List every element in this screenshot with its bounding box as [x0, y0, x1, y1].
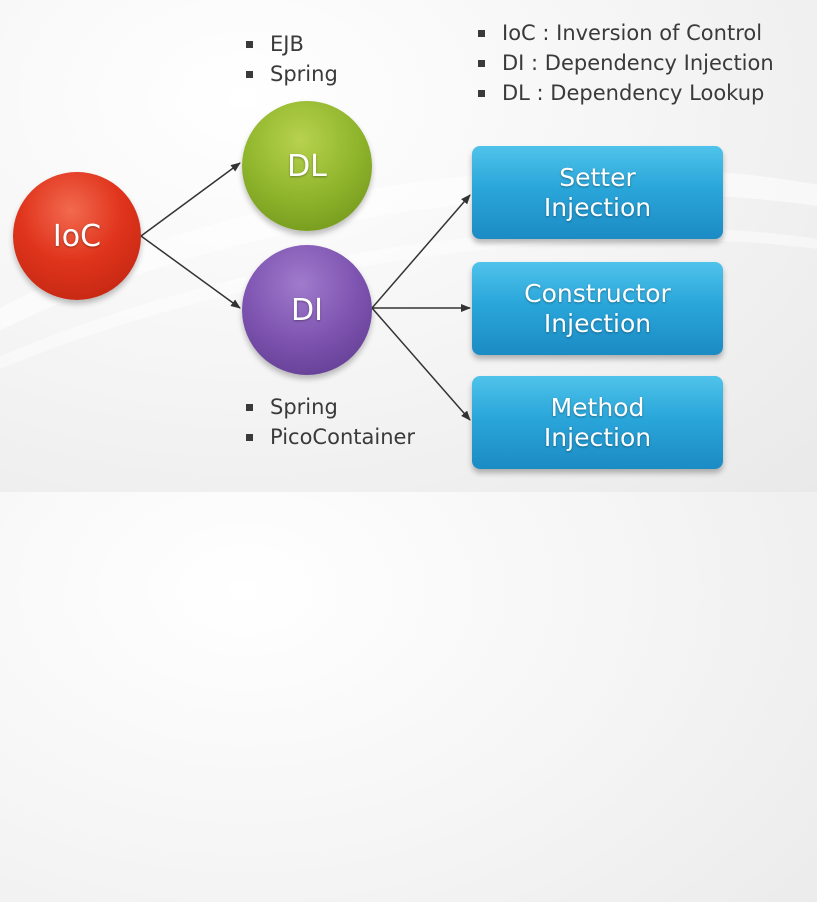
list-item-text: Spring: [270, 62, 338, 86]
list-item-text: DI : Dependency Injection: [502, 51, 774, 75]
ioc-node-label: IoC: [52, 218, 102, 254]
method-injection-box: Method Injection: [472, 376, 723, 469]
list-item: PicoContainer: [246, 422, 415, 452]
bullet-square-icon: [246, 40, 253, 48]
dl-node: DL: [242, 101, 372, 231]
di-node-label: DI: [291, 292, 323, 328]
box-label-line1: Constructor: [524, 278, 671, 308]
dl-examples-list: EJB Spring: [246, 29, 338, 89]
arrow-ioc-to-di: [140, 235, 241, 309]
dl-node-label: DL: [287, 148, 327, 184]
constructor-injection-box: Constructor Injection: [472, 262, 723, 355]
list-item: EJB: [246, 29, 338, 59]
list-item-text: Spring: [270, 395, 338, 419]
arrow-ioc-to-dl: [140, 162, 241, 237]
acronym-legend: IoC : Inversion of Control DI : Dependen…: [478, 18, 774, 108]
arrow-di-to-setter: [371, 194, 471, 309]
box-label-line1: Setter: [559, 162, 636, 192]
di-examples-list: Spring PicoContainer: [246, 392, 415, 452]
bullet-square-icon: [246, 403, 253, 411]
list-item: DL : Dependency Lookup: [478, 78, 774, 108]
list-item: Spring: [246, 392, 415, 422]
box-label-line2: Injection: [543, 422, 652, 452]
setter-injection-box: Setter Injection: [472, 146, 723, 239]
list-item-text: DL : Dependency Lookup: [502, 81, 765, 105]
bullet-square-icon: [478, 89, 485, 97]
list-item-text: PicoContainer: [270, 425, 416, 449]
list-item: IoC : Inversion of Control: [478, 18, 774, 48]
bullet-square-icon: [246, 433, 253, 441]
list-item-text: IoC : Inversion of Control: [502, 21, 763, 45]
list-item: Spring: [246, 59, 338, 89]
di-node: DI: [242, 245, 372, 375]
box-label-line1: Method: [550, 392, 645, 422]
arrows-layer: [140, 162, 471, 421]
list-item: DI : Dependency Injection: [478, 48, 774, 78]
bullet-square-icon: [478, 59, 485, 67]
bullet-square-icon: [478, 29, 485, 37]
bullet-square-icon: [246, 70, 253, 78]
ioc-node: IoC: [13, 172, 141, 300]
box-label-line2: Injection: [543, 192, 652, 222]
box-label-line2: Injection: [543, 308, 652, 338]
arrow-di-to-method: [371, 307, 471, 421]
list-item-text: EJB: [270, 32, 304, 56]
